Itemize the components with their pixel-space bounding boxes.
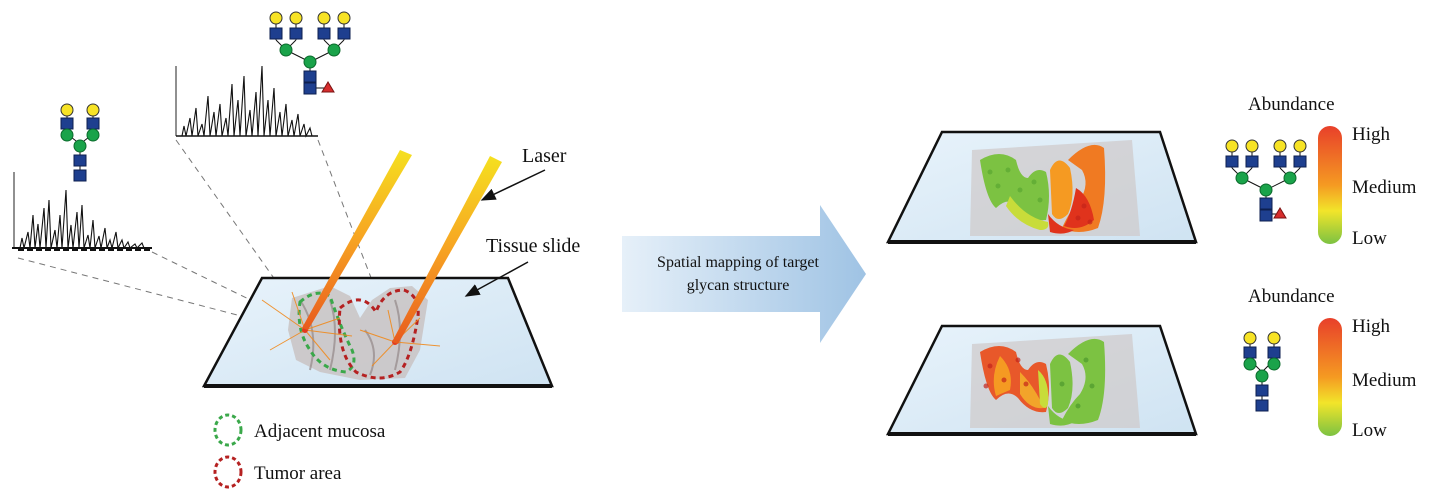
- scale-low-label-top: Low: [1352, 228, 1387, 249]
- glycan-structure-2: [269, 11, 351, 95]
- glycan-structure-4: [1243, 331, 1281, 412]
- arrow-text-line2: glycan structure: [687, 277, 790, 294]
- mass-spectrum-2: [175, 65, 318, 138]
- abundance-title-top: Abundance: [1248, 94, 1335, 115]
- mass-spectrum-1: [12, 172, 152, 251]
- tissue-slide-pointer-arrow: [464, 261, 529, 297]
- heatmap-slide-bottom: [885, 324, 1198, 436]
- scale-high-label-bottom: High: [1352, 316, 1391, 337]
- laser-pointer-arrow: [480, 169, 546, 201]
- color-scale-bar-bottom: [1318, 318, 1342, 436]
- tumor-area-label: Tumor area: [254, 463, 342, 484]
- process-arrow: Spatial mapping of target glycan structu…: [622, 205, 866, 343]
- adjacent-mucosa-label: Adjacent mucosa: [254, 421, 386, 442]
- abundance-title-bottom: Abundance: [1248, 286, 1335, 307]
- scale-medium-label-bottom: Medium: [1352, 370, 1417, 391]
- glycan-structure-1: [60, 103, 100, 182]
- color-scale-bar-top: [1318, 126, 1342, 244]
- tissue-slide-label: Tissue slide: [486, 235, 580, 257]
- abundance-scale-top: Abundance High Medium Low: [1248, 94, 1417, 249]
- tumor-area-swatch: [213, 455, 243, 489]
- laser-beams: [302, 150, 502, 344]
- heatmap-slide-top: [885, 130, 1198, 244]
- tumor-area-outline: [337, 288, 420, 380]
- glycan-structure-3: [1225, 139, 1307, 222]
- tissue-slide-left: [201, 276, 554, 388]
- arrow-text-line1: Spatial mapping of target: [657, 254, 819, 271]
- legend: Adjacent mucosa Tumor area: [213, 413, 386, 489]
- scale-high-label-top: High: [1352, 124, 1391, 145]
- adjacent-mucosa-swatch: [213, 413, 243, 447]
- scale-medium-label-top: Medium: [1352, 177, 1417, 198]
- laser-label: Laser: [522, 145, 567, 167]
- abundance-scale-bottom: Abundance High Medium Low: [1248, 286, 1417, 441]
- scale-low-label-bottom: Low: [1352, 420, 1387, 441]
